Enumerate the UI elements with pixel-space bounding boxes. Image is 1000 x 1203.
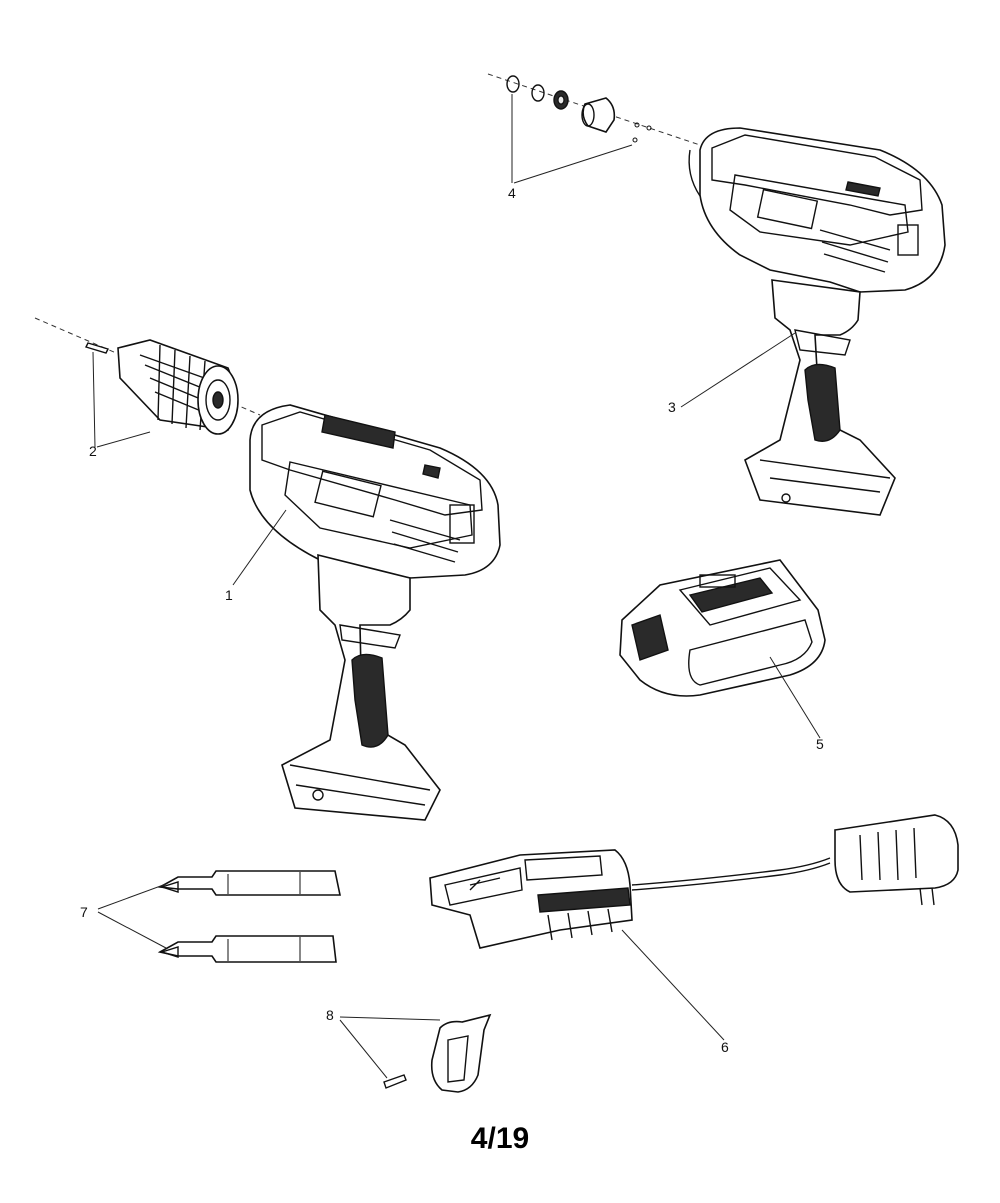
part-2-chuck [34, 317, 261, 435]
part-1-drill-assembly [249, 404, 501, 821]
part-4-washers-bushing [487, 73, 701, 146]
callout-7: 7 [80, 904, 88, 920]
callout-6: 6 [721, 1039, 729, 1055]
callout-8: 8 [326, 1007, 334, 1023]
part-8-belt-clip [383, 1013, 492, 1093]
callout-2: 2 [89, 443, 97, 459]
part-3-drill-housing [688, 127, 946, 516]
callout-4: 4 [508, 185, 516, 201]
part-5-battery-pack [619, 559, 826, 697]
callout-5: 5 [816, 736, 824, 752]
callout-3: 3 [668, 399, 676, 415]
part-6-charger [429, 814, 959, 949]
page-number: 4/19 [470, 1122, 530, 1155]
part-7-driver-bits [157, 870, 341, 963]
callout-1: 1 [225, 587, 233, 603]
